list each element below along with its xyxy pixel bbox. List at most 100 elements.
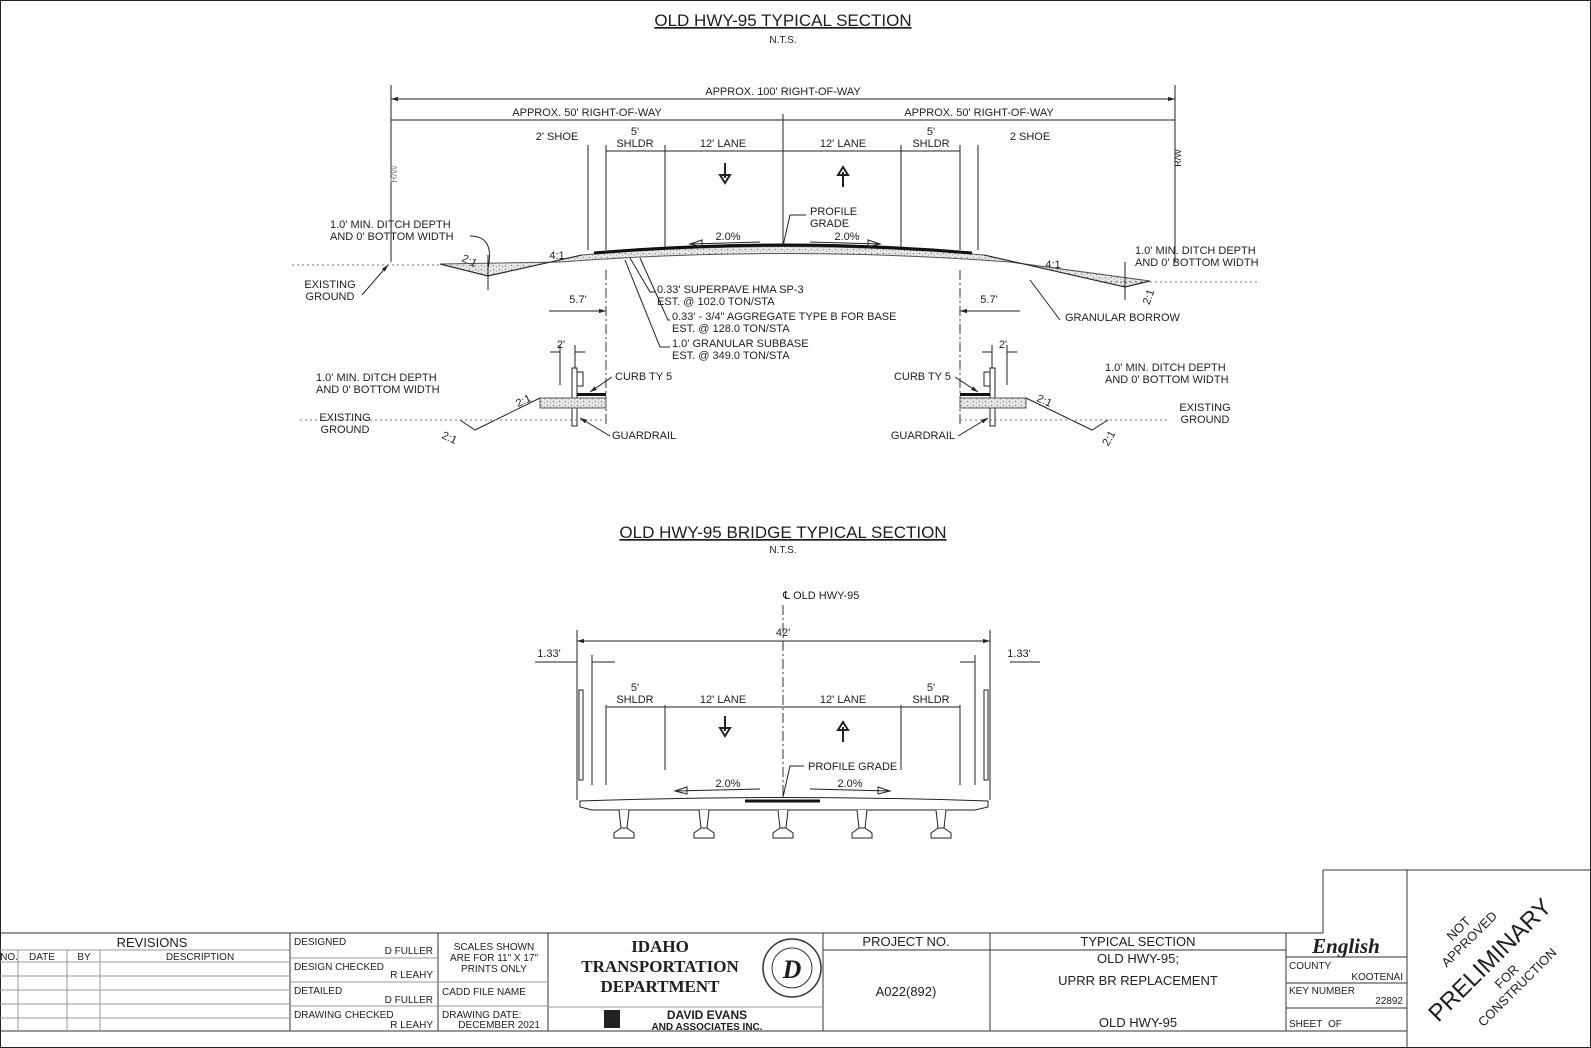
scale-note: N.T.S. bbox=[769, 545, 796, 556]
cross-slope-right: 2.0% bbox=[837, 778, 862, 790]
profile-grade-label: GRADE bbox=[810, 218, 849, 230]
of-label: OF bbox=[1328, 1019, 1342, 1030]
rail-width-left: 1.33' bbox=[537, 648, 561, 660]
curb-label: CURB TY 5 bbox=[894, 371, 951, 383]
profile-grade-leader bbox=[782, 214, 806, 247]
slope-ratio: 2:1 bbox=[440, 430, 459, 447]
girder bbox=[613, 809, 635, 839]
offset-dim-left: 5.7' bbox=[569, 294, 586, 306]
lane-label: 12' LANE bbox=[700, 694, 746, 706]
lane-label: 12' LANE bbox=[700, 138, 746, 150]
bridge-typical-section: OLD HWY-95 BRIDGE TYPICAL SECTION N.T.S.… bbox=[535, 523, 1040, 839]
slope-arrow-left bbox=[688, 239, 761, 248]
drawing-checked-label: DRAWING CHECKED bbox=[294, 1010, 394, 1021]
ditch-note: AND 0' BOTTOM WIDTH bbox=[316, 384, 440, 396]
shoulder-label: SHLDR bbox=[616, 138, 653, 150]
title-block: REVISIONS NO. DATE BY DESCRIPTION DESIGN… bbox=[0, 869, 1591, 1048]
lane-label: 12' LANE bbox=[820, 694, 866, 706]
drawing-date: DECEMBER 2021 bbox=[458, 1020, 540, 1031]
guardrail-label: GUARDRAIL bbox=[891, 430, 955, 442]
ditch-note-right: AND 0' BOTTOM WIDTH bbox=[1135, 257, 1259, 269]
guardrail-detail-right: 2' 1.0' MIN. DITCH DEPTH AND 0' BOTTOM W… bbox=[891, 339, 1231, 448]
bridge-girders bbox=[613, 809, 952, 839]
design-checked-by: R LEAHY bbox=[390, 970, 433, 981]
offset-dim-right: 5.7' bbox=[980, 294, 997, 306]
existing-ground-label: EXISTING bbox=[304, 279, 355, 291]
scale-note: N.T.S. bbox=[769, 35, 796, 46]
county-label: COUNTY bbox=[1289, 961, 1332, 972]
shoulder-width: 5' bbox=[631, 126, 639, 138]
rev-col-date: DATE bbox=[29, 952, 55, 963]
drawing-checked-by: R LEAHY bbox=[390, 1020, 433, 1031]
rail-width-right: 1.33' bbox=[1007, 648, 1031, 660]
existing-ground-label: GROUND bbox=[306, 291, 355, 303]
section-title: OLD HWY-95 TYPICAL SECTION bbox=[654, 11, 911, 30]
consultant-name: DAVID EVANS bbox=[667, 1008, 747, 1022]
rev-col-description: DESCRIPTION bbox=[166, 952, 234, 963]
bridge-rails bbox=[578, 655, 989, 785]
shoulder-label: SHLDR bbox=[912, 694, 949, 706]
rw-mark-left: R/W bbox=[389, 165, 399, 183]
ditch-note-left: AND 0' BOTTOM WIDTH bbox=[330, 231, 454, 243]
slope-ratio: 2:1 bbox=[514, 393, 533, 410]
detailed-label: DETAILED bbox=[294, 986, 342, 997]
shoulder-label: SHLDR bbox=[912, 138, 949, 150]
profile-grade-label: PROFILE GRADE bbox=[808, 761, 897, 773]
slope-ratio: 2:1 bbox=[1035, 393, 1054, 410]
rail-offset-dim: 2' bbox=[557, 339, 565, 351]
arrow-up-icon bbox=[836, 720, 850, 742]
cross-slope-left: 2.0% bbox=[715, 231, 740, 243]
rail-offset-dim: 2' bbox=[999, 339, 1007, 351]
girder bbox=[772, 809, 794, 839]
cross-slope-right: 2.0% bbox=[834, 231, 859, 243]
arrow-down-icon bbox=[718, 163, 732, 185]
slope-ratio: 2:1 bbox=[1100, 429, 1118, 448]
preliminary-stamp: NOT APPROVED PRELIMINARY FOR CONSTRUCTIO… bbox=[1423, 893, 1559, 1029]
granular-borrow-label: GRANULAR BORROW bbox=[1065, 312, 1181, 324]
lane-label: 12' LANE bbox=[820, 138, 866, 150]
existing-ground-label: GROUND bbox=[1181, 414, 1230, 426]
lane-lines bbox=[587, 145, 979, 250]
row-left-label: APPROX. 50' RIGHT-OF-WAY bbox=[512, 107, 662, 119]
rev-col-no: NO. bbox=[0, 952, 18, 963]
section-title: OLD HWY-95 BRIDGE TYPICAL SECTION bbox=[619, 523, 946, 542]
itd-seal-logo: D bbox=[762, 938, 822, 998]
profile-grade-label: PROFILE bbox=[810, 206, 857, 218]
agency-name: DEPARTMENT bbox=[600, 977, 720, 996]
scales-note: PRINTS ONLY bbox=[461, 964, 527, 975]
shoulder-width: 5' bbox=[927, 682, 935, 694]
detailed-by: D FULLER bbox=[385, 995, 433, 1006]
aggregate-note: 0.33' - 3/4" AGGREGATE TYPE B FOR BASE bbox=[672, 311, 896, 323]
hma-estimate: EST. @ 102.0 TON/STA bbox=[657, 296, 775, 308]
designed-label: DESIGNED bbox=[294, 937, 346, 948]
cadd-file-label: CADD FILE NAME bbox=[442, 987, 526, 998]
shoe-right-label: 2 SHOE bbox=[1010, 131, 1050, 143]
drawing-date-label: DRAWING DATE: bbox=[442, 1010, 521, 1021]
row-right-label: APPROX. 50' RIGHT-OF-WAY bbox=[904, 107, 1054, 119]
sheet-subtitle: UPRR BR REPLACEMENT bbox=[1058, 973, 1218, 988]
subbase-estimate: EST. @ 349.0 TON/STA bbox=[672, 350, 790, 362]
subbase-note: 1.0' GRANULAR SUBBASE bbox=[672, 338, 809, 350]
arrow-down-icon bbox=[718, 716, 732, 738]
cross-slope-left: 2.0% bbox=[715, 778, 740, 790]
shoulder-width: 5' bbox=[631, 682, 639, 694]
existing-ground-label: GROUND bbox=[321, 424, 370, 436]
girder bbox=[693, 809, 715, 839]
slope-arrow-right bbox=[809, 239, 882, 248]
guardrail-label: GUARDRAIL bbox=[612, 430, 676, 442]
shoulder-label: SHLDR bbox=[616, 694, 653, 706]
girder bbox=[930, 809, 952, 839]
existing-ground-label: EXISTING bbox=[1179, 402, 1230, 414]
revisions-header: REVISIONS bbox=[117, 935, 188, 950]
agency-name: IDAHO bbox=[631, 937, 689, 956]
consultant-logo bbox=[604, 1010, 620, 1028]
agency-name: TRANSPORTATION bbox=[581, 957, 739, 976]
sheet-title: TYPICAL SECTION bbox=[1080, 934, 1195, 949]
sheet-label: SHEET bbox=[1289, 1019, 1322, 1030]
existing-ground-label: EXISTING bbox=[319, 412, 370, 424]
material-leaders bbox=[624, 257, 670, 348]
ditch-note: 1.0' MIN. DITCH DEPTH bbox=[1105, 362, 1226, 374]
rw-mark-right: R/W bbox=[1173, 149, 1183, 167]
svg-text:D: D bbox=[782, 955, 802, 984]
